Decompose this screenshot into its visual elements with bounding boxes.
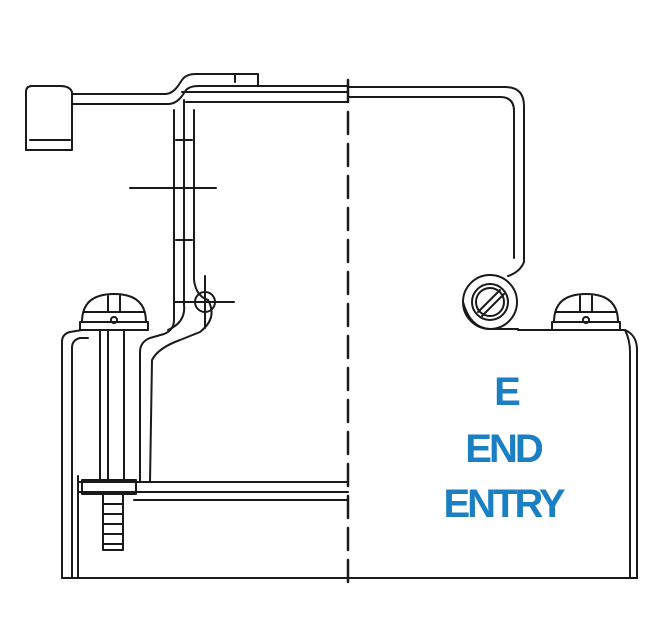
pan-head-screw-left-icon	[79, 293, 149, 331]
slotted-screw-round-icon	[462, 274, 519, 330]
body-left-outline	[61, 329, 349, 579]
pivot-crosshair-icon	[174, 275, 235, 329]
pan-head-screw-right-icon	[551, 293, 621, 331]
left-screw-shaft	[81, 329, 137, 551]
body-right-outline	[347, 86, 638, 579]
latch-lever	[25, 73, 349, 483]
label-line-2: END	[465, 427, 543, 471]
label-line-1: E	[494, 370, 520, 414]
label-line-3: ENTRY	[443, 482, 565, 526]
end-entry-label: E END ENTRY	[443, 370, 568, 526]
